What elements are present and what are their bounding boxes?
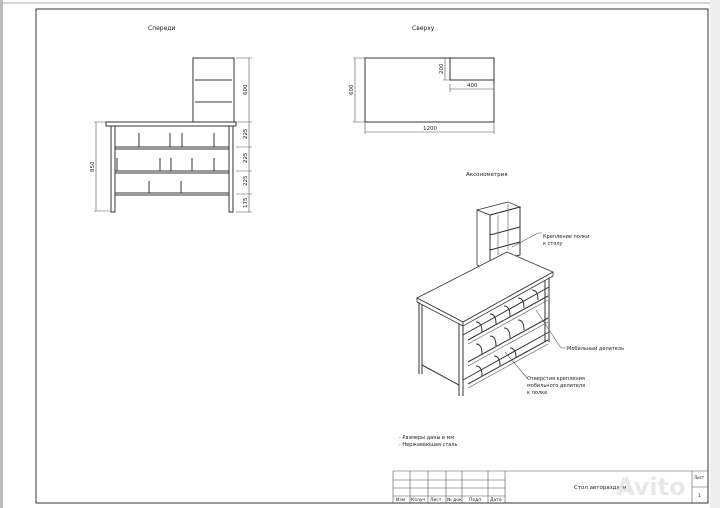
svg-text:к полке: к полке bbox=[527, 390, 547, 396]
svg-text:Колуч: Колуч bbox=[411, 497, 425, 503]
upper-shelf-unit bbox=[192, 57, 235, 123]
svg-text:Подп.: Подп. bbox=[469, 497, 483, 503]
axo-dividers bbox=[475, 289, 539, 377]
svg-text:225: 225 bbox=[243, 128, 249, 139]
note-dimensions: - Размеры даны в мм bbox=[399, 435, 454, 441]
inner-frame bbox=[35, 8, 709, 504]
svg-text:225: 225 bbox=[243, 175, 249, 186]
svg-text:600: 600 bbox=[243, 84, 249, 95]
svg-text:175: 175 bbox=[243, 197, 249, 208]
svg-text:к столу: к столу bbox=[543, 241, 563, 247]
svg-text:200: 200 bbox=[439, 63, 445, 74]
shelf bbox=[114, 146, 230, 150]
svg-text:600: 600 bbox=[349, 84, 355, 95]
top-view-title: Сверху bbox=[412, 25, 435, 32]
svg-text:225: 225 bbox=[243, 152, 249, 163]
callout-divider: Мобильный делитель bbox=[567, 345, 624, 352]
svg-text:Лист: Лист bbox=[694, 475, 705, 480]
title-block: Изм Колуч Лист № док Подп. Дата Стол авт… bbox=[392, 470, 708, 503]
front-view: Спереди 600 225 225 225 175 850 bbox=[90, 25, 252, 213]
front-view-title: Спереди bbox=[148, 25, 175, 32]
table-top bbox=[105, 121, 237, 127]
svg-text:№ док: № док bbox=[447, 497, 462, 503]
svg-text:Лист: Лист bbox=[430, 497, 442, 503]
drawing-name: Стол автораздачи bbox=[574, 485, 627, 491]
table-outline bbox=[364, 57, 495, 123]
svg-text:850: 850 bbox=[90, 161, 96, 172]
callout-holes: Отверстия крепления bbox=[527, 376, 585, 382]
callout-shelf-mount: Крепление полки bbox=[543, 234, 589, 240]
svg-text:1: 1 bbox=[698, 493, 701, 499]
svg-text:1200: 1200 bbox=[423, 126, 437, 132]
outer-edge bbox=[0, 0, 3, 508]
shelf-outline bbox=[449, 58, 494, 81]
dimension-lines bbox=[94, 57, 252, 213]
leg-left bbox=[110, 125, 116, 213]
svg-text:Изм: Изм bbox=[396, 497, 405, 503]
axonometric-view: Аксонометрия Крепление полки к столу Моб… bbox=[416, 172, 624, 396]
shelf bbox=[114, 192, 230, 196]
watermark: Avito bbox=[616, 473, 686, 501]
svg-text:400: 400 bbox=[467, 83, 478, 89]
dividers bbox=[116, 133, 215, 193]
note-material: - Нержавеющая сталь bbox=[399, 442, 457, 448]
axonometric-title: Аксонометрия bbox=[466, 172, 508, 178]
svg-text:Дата: Дата bbox=[490, 497, 502, 503]
shelf bbox=[114, 170, 230, 174]
leg-right bbox=[228, 125, 234, 213]
svg-text:мобильного делителя: мобильного делителя bbox=[527, 383, 585, 389]
top-view: Сверху 200 400 600 1200 bbox=[349, 25, 495, 134]
